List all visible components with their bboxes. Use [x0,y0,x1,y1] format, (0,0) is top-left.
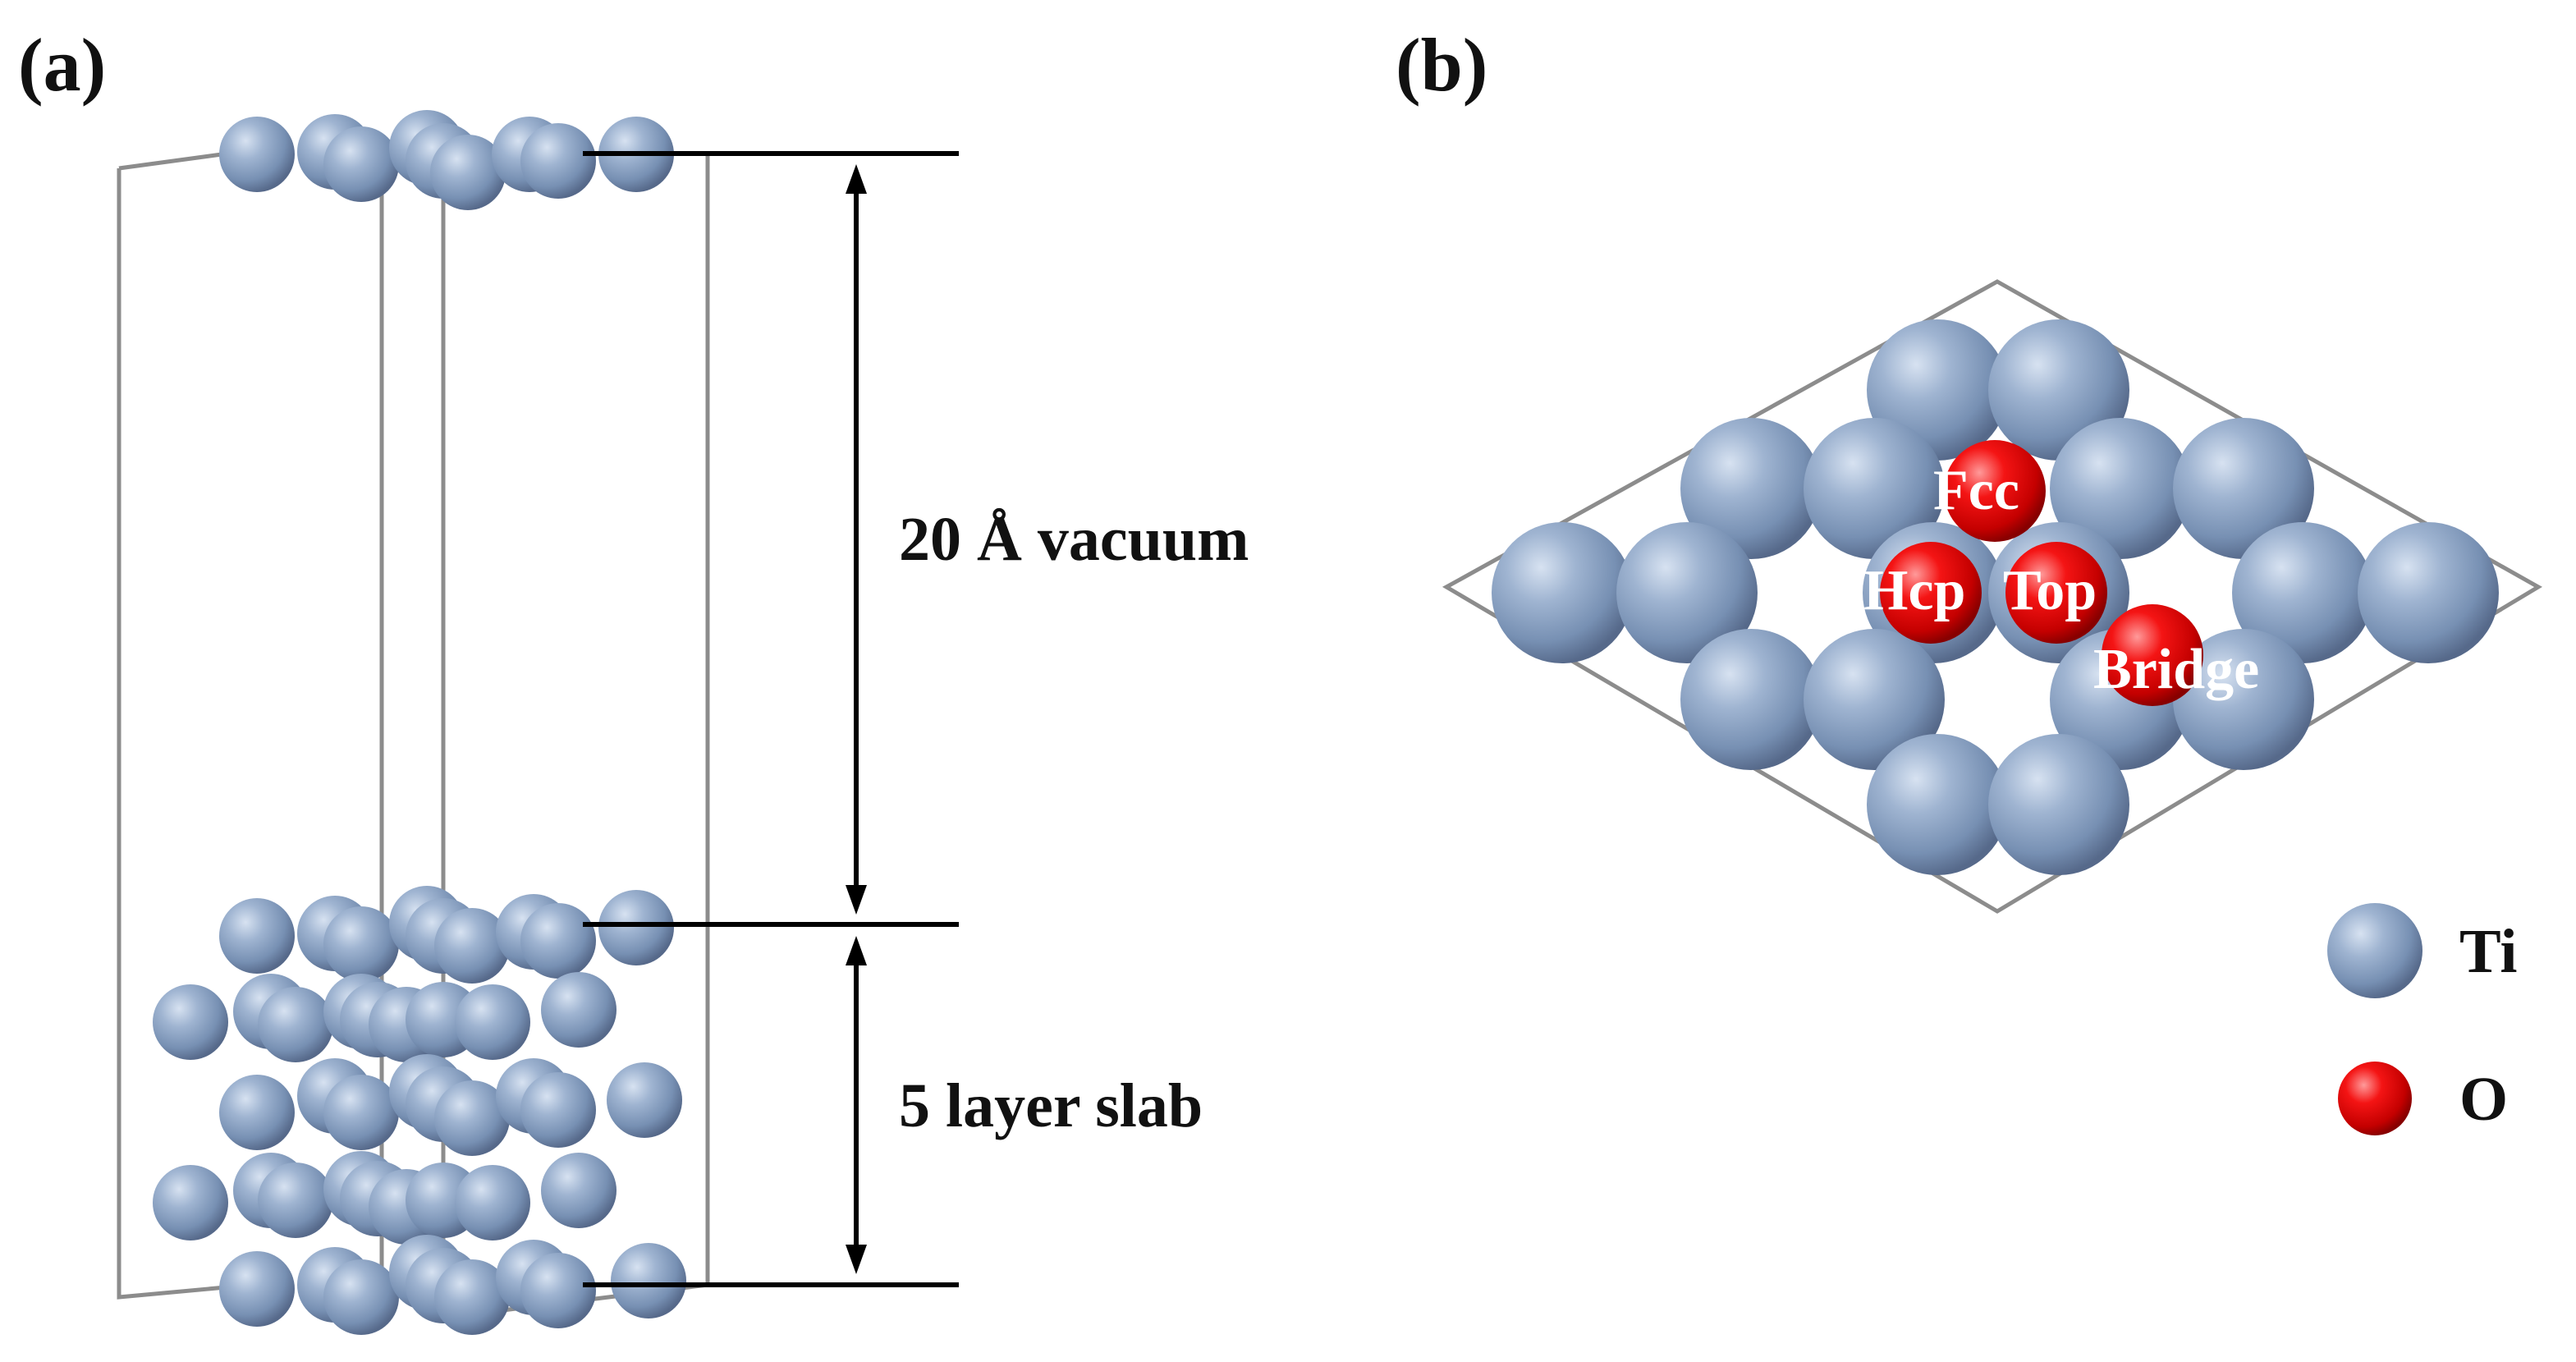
ti-atom [323,126,399,202]
ti-atom [541,972,616,1048]
vacuum-arrow-head-down [846,885,867,915]
slab-label: 5 layer slab [899,1071,1203,1140]
ti-atom [434,1259,510,1335]
ti-atom [434,1080,510,1156]
adsorption-sites [1880,440,2203,706]
ti-atom [607,1062,682,1138]
ti-atom [2358,522,2499,663]
ti-atom [323,1259,399,1335]
ti-atom [2173,418,2314,559]
ti-atom [323,1075,399,1150]
ti-atom [455,1165,530,1240]
ti-atom [434,908,510,984]
vacuum-label: 20 Å vacuum [899,505,1249,574]
ti-atom [430,135,506,210]
ti-atom [611,1243,686,1318]
vacuum-arrow-head-up [846,164,867,194]
panel-label-b: (b) [1396,23,1487,107]
ti-atom [219,117,295,192]
ti-atom [520,1072,596,1148]
ti-atom [1680,418,1822,559]
fcc-site-o-atom [1944,440,2046,542]
legend-o-label: O [2459,1065,2508,1134]
panel-a-slab-model: 20 Å vacuum 5 layer slab [117,110,1249,1335]
legend-ti-swatch [2327,903,2422,998]
ti-atom [2050,418,2191,559]
ti-atom [2232,522,2373,663]
slab-atoms [153,110,686,1335]
legend: Ti O [2327,903,2517,1135]
ti-atom [323,906,399,982]
ti-atom [541,1153,616,1228]
site-label-top: Top [2003,559,2097,622]
ti-atom [1988,734,2129,875]
legend-ti-label: Ti [2459,917,2517,986]
slab-arrow-head-up [846,936,867,965]
ti-atom [153,1165,228,1240]
ti-atom [520,903,596,979]
legend-o-swatch [2338,1062,2412,1135]
ti-atom [153,984,228,1060]
slab-arrow-head-down [846,1245,867,1274]
site-label-fcc: Fcc [1933,459,2019,522]
panel-b-top-view: Fcc Hcp Top Bridge [1442,279,2542,914]
ti-atom [1680,629,1822,770]
ti-atom [2173,629,2314,770]
ti-atom [1804,629,1945,770]
ti-atom [219,1251,295,1327]
surface-cell-outline [1442,279,2542,914]
ti-atom [1492,522,1633,663]
bridge-site-o-atom [2102,604,2203,706]
hcp-site-o-atom [1880,542,1982,644]
top-site-o-atom [2005,542,2107,644]
ti-atom [258,1163,333,1238]
site-label-bridge: Bridge [2093,638,2259,701]
ti-atom [455,984,530,1060]
unit-cell-outline [117,152,710,1320]
ti-atom [258,987,333,1062]
ti-atom [520,1253,596,1328]
ti-atom [1804,418,1945,559]
ti-atom [219,898,295,974]
ti-atom [1616,522,1758,663]
site-label-hcp: Hcp [1863,559,1965,622]
ti-atom [598,890,674,965]
ti-atom [219,1075,295,1150]
ti-atom [1867,734,2008,875]
panel-label-a: (a) [18,23,106,107]
ti-atom [520,123,596,199]
surface-atoms [1492,319,2499,875]
dimension-lines [583,151,959,1287]
